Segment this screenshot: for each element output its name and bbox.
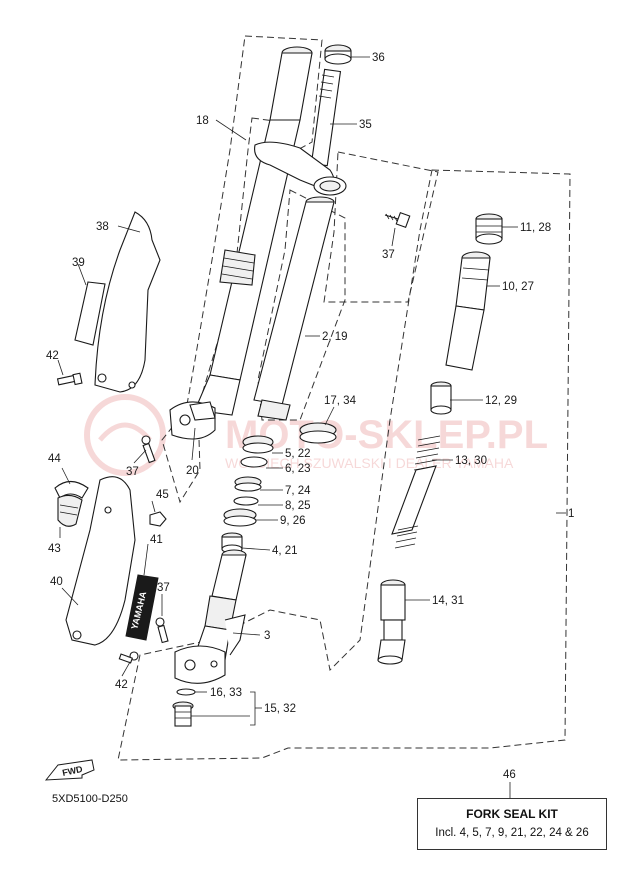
part-14-31-rod xyxy=(377,579,406,665)
part-3-lower-tube xyxy=(174,549,247,684)
fork-seal-kit-box: FORK SEAL KIT Incl. 4, 5, 7, 9, 21, 22, … xyxy=(417,798,607,850)
callout-46: 46 xyxy=(503,769,516,781)
part-42-screw-lower xyxy=(118,651,139,664)
watermark: MOTO-SKLEP.PL WOJCIECH SZUWALSKI I DEALE… xyxy=(84,394,548,476)
callout-41: 41 xyxy=(150,534,163,546)
part-16-33-washer xyxy=(176,688,196,696)
group-outline-1 xyxy=(117,169,571,761)
part-43-guide xyxy=(57,494,83,527)
callout-43: 43 xyxy=(48,543,61,555)
callout-37-upper: 37 xyxy=(382,249,395,261)
forward-arrow-icon: FWD xyxy=(44,759,95,781)
part-20-lower-clamp xyxy=(189,401,216,421)
part-35-steering-stem xyxy=(310,68,342,167)
part-upper-bracket xyxy=(254,141,347,196)
part-45-nut xyxy=(149,511,167,527)
callout-18: 18 xyxy=(196,115,209,127)
part-7-24-washer xyxy=(234,476,262,492)
callout-35: 35 xyxy=(359,119,372,131)
callout-5-22: 5, 22 xyxy=(285,448,311,460)
callout-1: 1 xyxy=(568,508,574,520)
diagram-code: 5XD5100-D250 xyxy=(52,793,128,805)
callout-38: 38 xyxy=(96,221,109,233)
group-outline-18 xyxy=(161,35,323,504)
watermark-sub: WOJCIECH SZUWALSKI I DEALER YAMAHA xyxy=(225,455,514,471)
group-outline-35-37 xyxy=(323,151,439,303)
part-5-22-oil-seal xyxy=(242,435,274,454)
part-10-27-damper-rod xyxy=(445,251,491,371)
part-36-cap xyxy=(324,44,352,65)
callout-42-lower: 42 xyxy=(115,679,128,691)
callout-4-21: 4, 21 xyxy=(272,545,298,557)
callout-15-32: 15, 32 xyxy=(264,703,296,715)
part-6-23-clip xyxy=(240,456,268,468)
callout-37-lower: 37 xyxy=(157,582,170,594)
callout-7-24: 7, 24 xyxy=(285,485,311,497)
callout-39: 39 xyxy=(72,257,85,269)
part-37-bolt-lower xyxy=(155,617,169,644)
kit-contents: Incl. 4, 5, 7, 9, 21, 22, 24 & 26 xyxy=(435,827,589,839)
part-9-26-bushing xyxy=(223,508,257,527)
part-39-label xyxy=(74,281,106,346)
part-13-30-spring xyxy=(391,435,441,549)
callout-42-upper: 42 xyxy=(46,350,59,362)
callout-3: 3 xyxy=(264,630,270,642)
callout-11-28: 11, 28 xyxy=(520,222,551,234)
callout-12-29: 12, 29 xyxy=(485,395,517,407)
watermark-main: MOTO-SKLEP.PL xyxy=(225,413,548,457)
part-37-bolt-mid xyxy=(141,435,156,464)
callout-13-30: 13, 30 xyxy=(455,455,487,467)
kit-title: FORK SEAL KIT xyxy=(466,807,558,821)
callout-44: 44 xyxy=(48,453,61,465)
part-2-19-inner-tube xyxy=(253,196,335,421)
callout-17-34: 17, 34 xyxy=(324,395,357,407)
part-8-25-bushing xyxy=(233,496,259,506)
leader-lines xyxy=(57,56,566,798)
part-17-34-dust-seal xyxy=(299,422,337,444)
callout-40: 40 xyxy=(50,576,63,588)
callout-45: 45 xyxy=(156,489,169,501)
part-38-upper-guard xyxy=(94,211,161,393)
part-15-32-bolt xyxy=(172,701,194,727)
callout-36: 36 xyxy=(372,52,385,64)
part-42-screw-upper xyxy=(56,372,83,386)
part-12-29-collar xyxy=(430,381,452,415)
callout-8-25: 8, 25 xyxy=(285,500,311,512)
callout-6-23: 6, 23 xyxy=(285,463,311,475)
callout-37-mid: 37 xyxy=(126,466,139,478)
callout-14-31: 14, 31 xyxy=(432,595,464,607)
callout-20: 20 xyxy=(186,465,199,477)
part-41-decal: YAMAHA xyxy=(125,574,159,641)
callout-9-26: 9, 26 xyxy=(280,515,306,527)
callout-labels: 36 35 18 37 11, 28 38 10, 27 39 2, 19 42… xyxy=(46,52,574,781)
part-4-21-bushing xyxy=(221,532,243,554)
group-outline-2-19 xyxy=(257,189,346,421)
part-40-lower-guard xyxy=(65,476,136,646)
callout-16-33: 16, 33 xyxy=(210,687,242,699)
callout-2-19: 2, 19 xyxy=(322,331,348,343)
forward-arrow-label: FWD xyxy=(61,764,84,778)
callout-10-27: 10, 27 xyxy=(502,281,534,293)
part-37-bolt-upper xyxy=(384,211,411,229)
part-11-28-cap-bolt xyxy=(475,213,503,245)
